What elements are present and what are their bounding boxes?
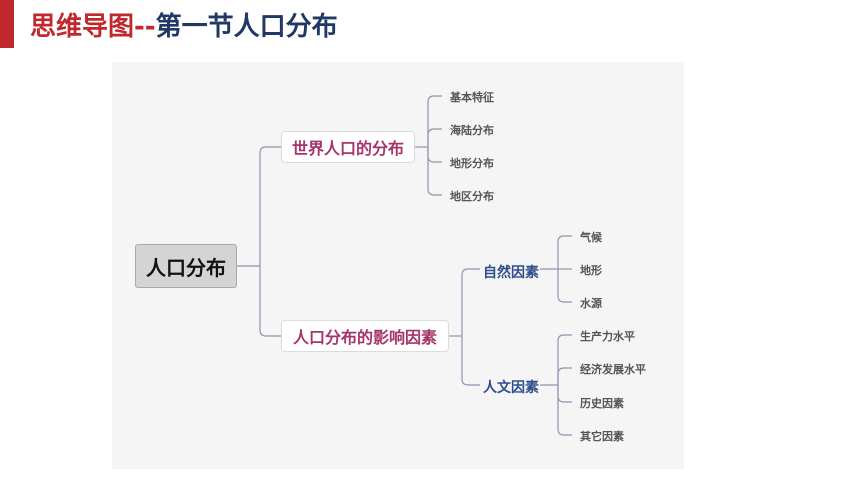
connector-human-leaf3 [557,385,572,403]
title-accent-bar [0,0,14,48]
connector-b1-leaf3 [427,147,442,163]
sub-human-factors: 人文因素 [483,380,539,396]
leaf-historical-factors: 历史因素 [580,397,624,410]
leaf-other-factors: 其它因素 [580,430,624,443]
leaf-economic-level: 经济发展水平 [580,363,646,376]
connector-b1-leaf4 [427,147,442,196]
connector-root-b2 [259,266,281,337]
connector-b2-human [461,336,480,386]
connector-b1-leaf2 [427,128,442,147]
connector-human-leaf2 [557,367,572,385]
page-title: 思维导图--第一节人口分布 [30,10,338,44]
leaf-regional-distribution: 地区分布 [450,190,494,203]
connector-b1-leaf1 [427,95,442,147]
connector-human-leaf1 [557,334,572,385]
leaf-water-source: 水源 [580,297,602,310]
leaf-productivity-level: 生产力水平 [580,330,635,343]
title-prefix: 思维导图-- [30,12,156,42]
connector-natural-leaf3 [557,269,572,303]
leaf-basic-features: 基本特征 [450,91,494,104]
mindmap-root-node: 人口分布 [135,244,237,288]
connector-natural-leaf1 [557,235,572,269]
leaf-land-sea-distribution: 海陆分布 [450,124,494,137]
leaf-terrain-distribution: 地形分布 [450,157,494,170]
connector-root-b1 [259,146,281,266]
leaf-terrain: 地形 [580,264,602,277]
connector-human-leaf4 [557,385,572,436]
title-main: 第一节人口分布 [155,12,338,42]
branch-influencing-factors: 人口分布的影响因素 [281,320,449,352]
connector-b2-natural [461,268,480,336]
branch-world-distribution: 世界人口的分布 [281,131,415,163]
sub-natural-factors: 自然因素 [483,265,539,281]
leaf-climate: 气候 [580,231,602,244]
